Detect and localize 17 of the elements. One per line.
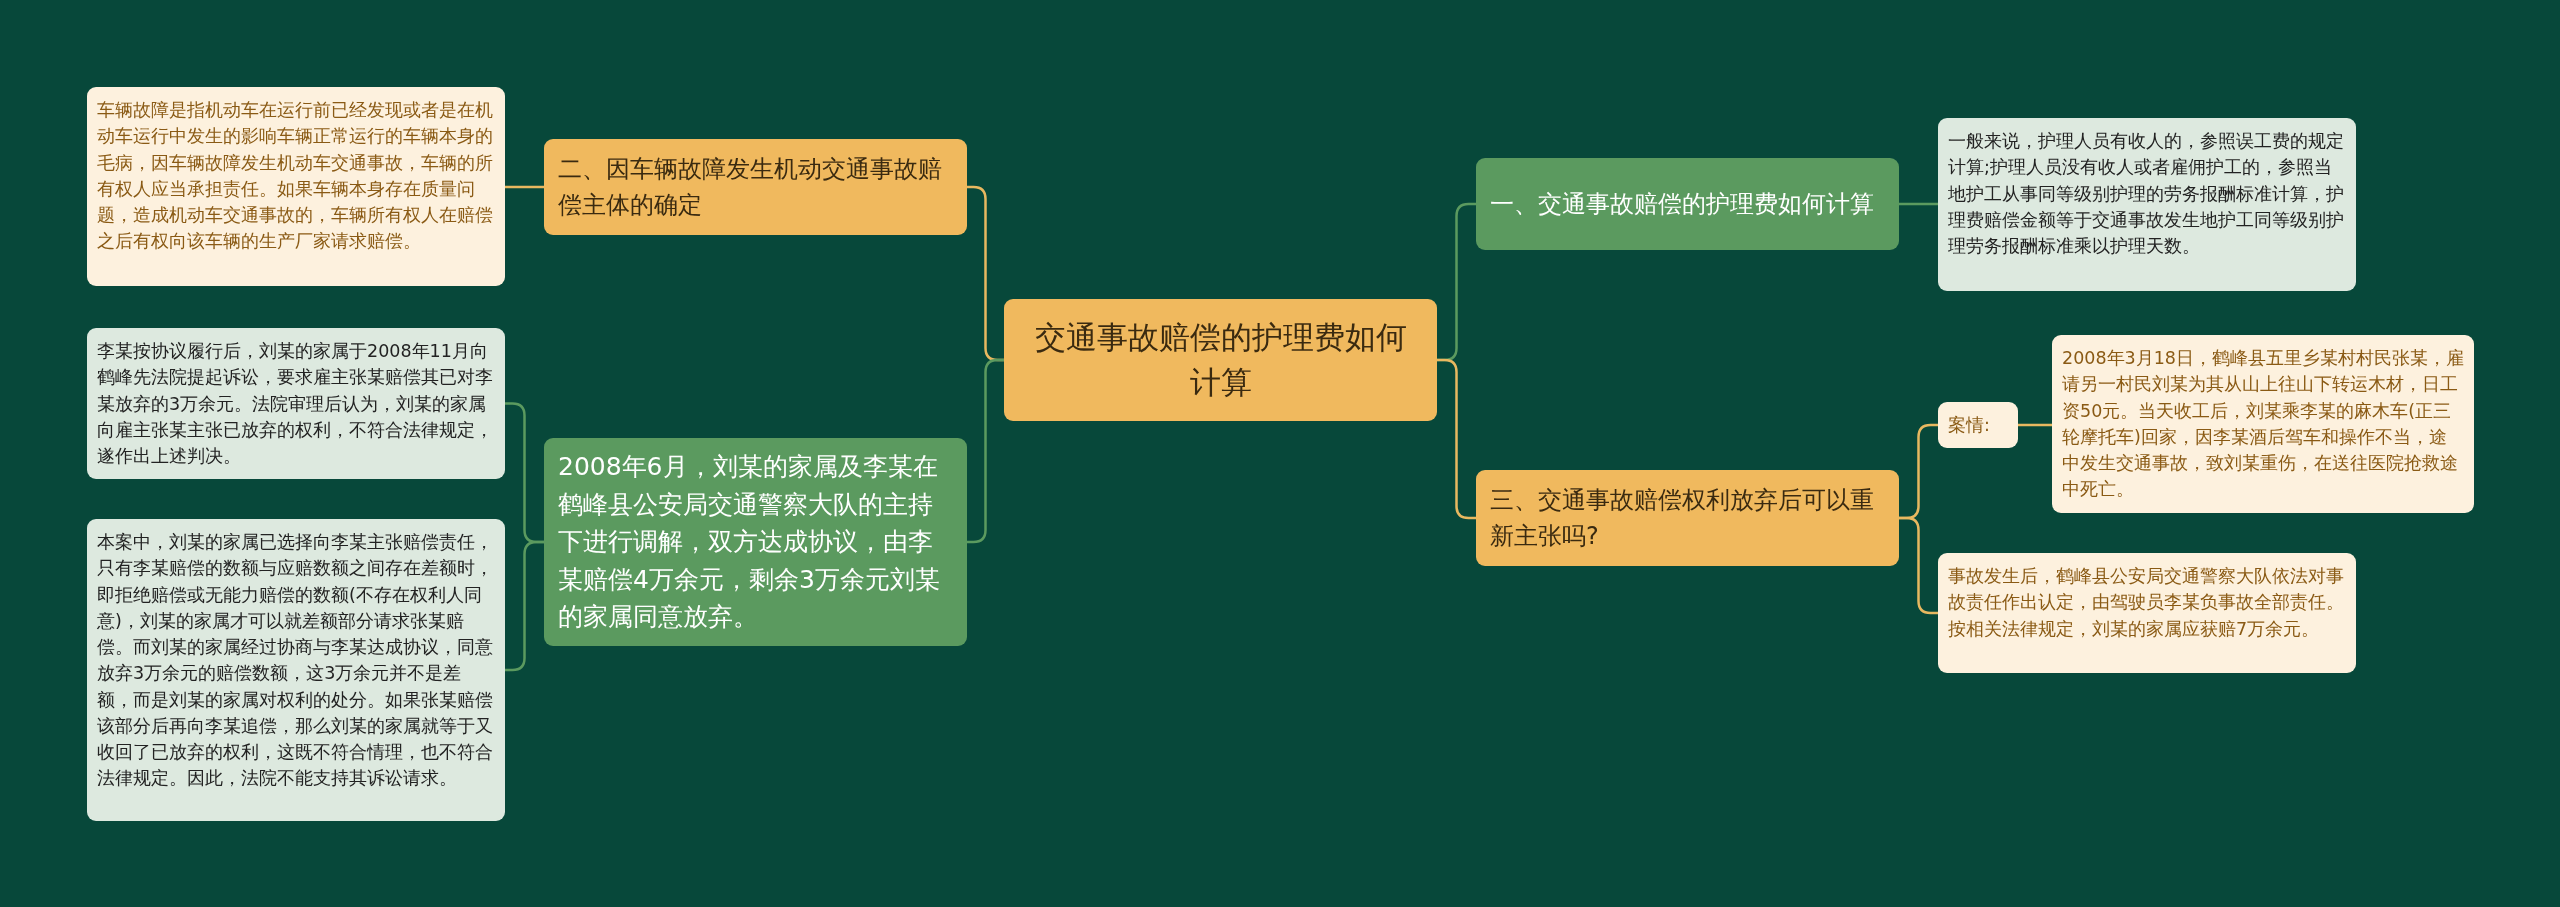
note-box: 李某按协议履行后，刘某的家属于2008年11月向鹤峰先法院提起诉讼，要求雇主张某赔偿其已对李某放弃的3万余元。法院审理后认为，刘某的家属向雇主张某主张已放弃的权利，不符合法律规定，遂作出上述判决。: [87, 328, 505, 480]
connector-line: [2018, 423, 2052, 427]
topic-box: 一、交通事故赔偿的护理费如何计算: [1476, 158, 1899, 250]
connector-line: [505, 540, 544, 672]
note-box: 事故发生后，鹤峰县公安局交通警察大队依法对事故责任作出认定，由驾驶员李某负事故全部责任。按相关法律规定，刘某的家属应获赔7万余元。: [1938, 553, 2356, 673]
topic-box: 2008年6月，刘某的家属及李某在鹤峰县公安局交通警察大队的主持下进行调解，双方达成协议，由李某赔偿4万余元，剩余3万余元刘某的家属同意放弃。: [544, 438, 967, 646]
label-box: 案情:: [1938, 402, 2018, 449]
note-box: 本案中，刘某的家属已选择向李某主张赔偿责任，只有李某赔偿的数额与应赔数额之间存在差额时，即拒绝赔偿或无能力赔偿的数额(不存在权利人同意)，刘某的家属才可以就差额部分请求张某赔偿。而刘某的家属经过协商与李某达成协议，同意放弃3万余元的赔偿数额，这3万余元并不是差额，而是刘某的家属对权利的处分。如果张某赔偿该部分后再向李某追偿，那么刘某的家属就等于又收回了已放弃的权利，这既不符合情理，也不符合法律规定。因此，法院不能支持其诉讼请求。: [87, 519, 505, 821]
note-box: 一般来说，护理人员有收人的，参照误工费的规定计算;护理人员没有收人或者雇佣护工的，参照当地护工从事同等级别护理的劳务报酬标准计算，护理费赔偿金额等于交通事故发生地护工同等级别护理劳务报酬标准乘以护理天数。: [1938, 118, 2356, 291]
root-topic-box: 交通事故赔偿的护理费如何计算: [1004, 299, 1437, 421]
topic-box: 三、交通事故赔偿权利放弃后可以重新主张吗?: [1476, 470, 1899, 566]
note-box: 车辆故障是指机动车在运行前已经发现或者是在机动车运行中发生的影响车辆正常运行的车辆本身的毛病，因车辆故障发生机动车交通事故，车辆的所有权人应当承担责任。如果车辆本身存在质量问题，造成机动车交通事故的，车辆所有权人在赔偿之后有权向该车辆的生产厂家请求赔偿。: [87, 87, 505, 286]
connector-line: [505, 185, 544, 189]
connector-line: [967, 358, 1004, 544]
note-box: 2008年3月18日，鹤峰县五里乡某村村民张某，雇请另一村民刘某为其从山上往山下转运木材，日工资50元。当天收工后，刘某乘李某的麻木车(正三轮摩托车)回家，因李某酒后驾车和操作不当，途中发生交通事故，致刘某重伤，在送往医院抢救途中死亡。: [2052, 335, 2474, 513]
connector-line: [1899, 202, 1938, 206]
topic-box: 二、因车辆故障发生机动交通事故赔偿主体的确定: [544, 139, 967, 235]
